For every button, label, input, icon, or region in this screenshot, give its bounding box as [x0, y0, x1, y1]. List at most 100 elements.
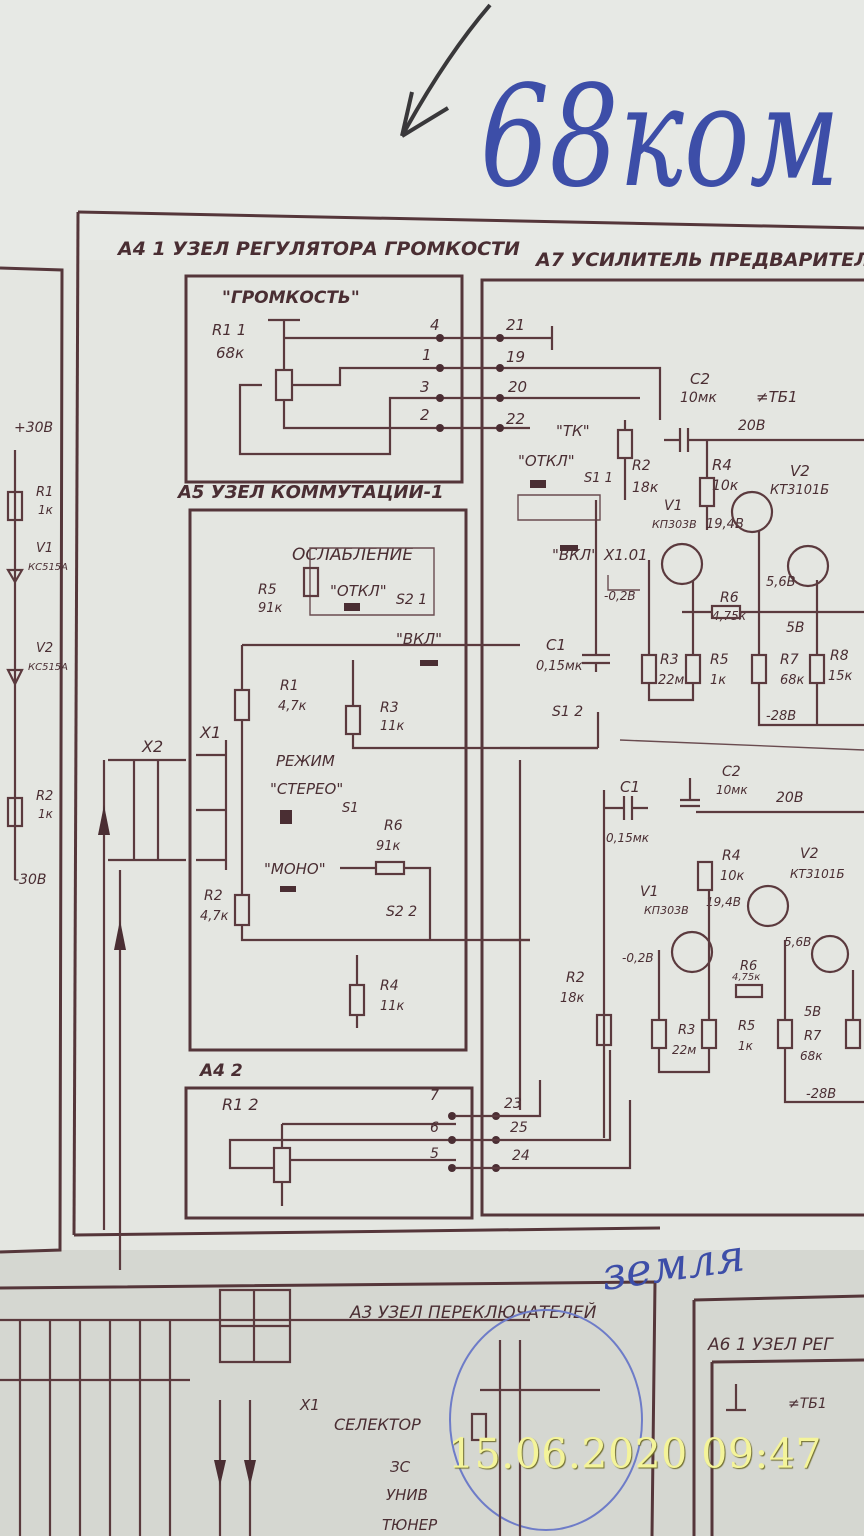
svg-text:С1: С1	[620, 778, 640, 796]
svg-text:19,4В: 19,4В	[706, 517, 744, 532]
handwritten-68kom: 68ком	[480, 56, 840, 219]
svg-text:5: 5	[430, 1146, 439, 1162]
svg-text:УНИВ: УНИВ	[386, 1486, 428, 1504]
stage2-components: С1 0,15мк С2 10мк 20В R4 10к 19,4В V2 КТ…	[604, 764, 864, 1104]
svg-text:91к: 91к	[258, 601, 283, 616]
svg-text:С2: С2	[722, 764, 741, 780]
svg-text:R1 2: R1 2	[222, 1095, 259, 1114]
svg-text:"ТК": "ТК"	[556, 422, 590, 440]
svg-text:22м: 22м	[658, 673, 685, 688]
svg-text:КП303В: КП303В	[644, 904, 689, 917]
pin-22: 22	[506, 410, 525, 428]
pin-2: 2	[420, 406, 430, 424]
pin-19: 19	[506, 348, 525, 366]
svg-text:68к: 68к	[780, 673, 805, 688]
svg-text:R6: R6	[720, 590, 739, 606]
svg-text:22м: 22м	[672, 1043, 696, 1057]
pin-4: 4	[430, 316, 440, 334]
svg-text:-0,2В: -0,2В	[622, 951, 654, 965]
r2-resistor: R2 18к	[616, 420, 659, 500]
svg-text:Х2: Х2	[141, 737, 163, 756]
svg-text:7: 7	[430, 1088, 439, 1104]
svg-text:S1: S1	[342, 801, 359, 816]
svg-text:23: 23	[504, 1096, 522, 1112]
svg-text:4,75к: 4,75к	[732, 972, 760, 983]
handwritten-arrow	[400, 3, 492, 138]
stage1-components: R4 10к 19,4В V2 КТ3101Б 5,6В V1 КП303В -…	[604, 440, 864, 751]
svg-text:+30В: +30В	[14, 420, 53, 436]
svg-text:S2 2: S2 2	[386, 904, 417, 920]
svg-text:4,7к: 4,7к	[200, 909, 229, 924]
svg-text:10мк: 10мк	[680, 390, 717, 406]
svg-text:ОСЛАБЛЕНИЕ: ОСЛАБЛЕНИЕ	[292, 545, 413, 565]
pin-3: 3	[420, 378, 430, 396]
svg-text:0,15мк: 0,15мк	[606, 831, 650, 845]
svg-text:24: 24	[512, 1148, 530, 1164]
svg-text:КТ3101Б: КТ3101Б	[770, 483, 829, 498]
svg-text:4,75к: 4,75к	[712, 609, 747, 623]
svg-text:S2 1: S2 1	[396, 592, 427, 608]
svg-text:Х1.01: Х1.01	[603, 546, 648, 564]
svg-text:С2: С2	[690, 370, 710, 388]
title-a7: А7 УСИЛИТЕЛЬ ПРЕДВАРИТЕЛЬ	[534, 249, 864, 271]
svg-text:≠ТБ1: ≠ТБ1	[756, 388, 798, 406]
svg-text:5,6В: 5,6В	[766, 575, 796, 590]
svg-text:V1: V1	[36, 541, 53, 556]
svg-text:V2: V2	[790, 462, 810, 480]
svg-text:Х1: Х1	[199, 723, 221, 742]
svg-text:R2: R2	[204, 888, 223, 904]
svg-text:R4: R4	[380, 978, 399, 994]
svg-text:R7: R7	[780, 652, 799, 668]
pin-21: 21	[506, 316, 525, 334]
svg-text:КС515А: КС515А	[28, 662, 68, 673]
svg-text:18к: 18к	[632, 480, 659, 496]
svg-text:ТЮНЕР: ТЮНЕР	[382, 1516, 438, 1534]
svg-text:20В: 20В	[776, 790, 803, 806]
svg-text:-0,2В: -0,2В	[604, 589, 636, 603]
svg-text:R5: R5	[738, 1019, 755, 1034]
gromkost-label: "ГРОМКОСТЬ"	[222, 288, 360, 308]
svg-text:R5: R5	[258, 582, 277, 598]
svg-text:1к: 1к	[738, 1039, 754, 1053]
r11-value: 68к	[216, 344, 244, 362]
svg-text:≠ТБ1: ≠ТБ1	[788, 1396, 827, 1412]
title-a42: А4 2	[198, 1061, 243, 1081]
svg-text:1к: 1к	[38, 503, 54, 517]
svg-text:10к: 10к	[712, 478, 739, 494]
svg-text:5В: 5В	[804, 1005, 821, 1020]
right-block-a61: А6 1 УЗЕЛ РЕГ ≠ТБ1	[692, 1294, 864, 1536]
svg-text:91к: 91к	[376, 839, 401, 854]
svg-text:S1 1: S1 1	[584, 471, 613, 486]
svg-text:0,15мк: 0,15мк	[536, 659, 583, 674]
svg-text:С1: С1	[546, 636, 566, 654]
svg-text:"СТЕРЕО": "СТЕРЕО"	[270, 780, 343, 798]
svg-text:R4: R4	[722, 848, 741, 864]
svg-text:6: 6	[430, 1120, 439, 1136]
svg-text:"ВКЛ": "ВКЛ"	[396, 630, 442, 648]
svg-text:"ОТКЛ": "ОТКЛ"	[518, 452, 575, 470]
svg-text:КС515А: КС515А	[28, 562, 68, 573]
svg-text:25: 25	[510, 1120, 528, 1136]
svg-text:4,7к: 4,7к	[278, 699, 307, 714]
svg-text:V2: V2	[800, 846, 819, 862]
svg-text:R5: R5	[710, 652, 729, 668]
svg-text:R3: R3	[678, 1023, 695, 1038]
photo-timestamp: 15.06.2020 09:47	[448, 1430, 822, 1478]
svg-text:S1 2: S1 2	[552, 704, 583, 720]
svg-text:-28В: -28В	[806, 1087, 836, 1102]
svg-text:R8: R8	[830, 648, 849, 664]
svg-text:19,4В: 19,4В	[706, 895, 741, 909]
svg-text:"ОТКЛ": "ОТКЛ"	[330, 582, 387, 600]
svg-text:КТ3101Б: КТ3101Б	[790, 867, 845, 881]
r11-label: R1 1	[212, 321, 246, 339]
svg-text:20В: 20В	[738, 418, 765, 434]
volume-block-2-box: R1 2 7 6 5 23 25 24	[184, 1050, 632, 1220]
svg-text:11к: 11к	[380, 719, 405, 734]
left-power-block: +30В R1 1к V1 КС515А V2 КС515А R2 1к -30…	[6, 420, 68, 888]
svg-text:R7: R7	[804, 1029, 822, 1044]
bottom-switch-block: А3 УЗЕЛ ПЕРЕКЛЮЧАТЕЛЕЙ СЕЛЕКТОР Х1 ЗС УН…	[0, 1288, 643, 1536]
pin-20: 20	[508, 378, 527, 396]
svg-text:15к: 15к	[828, 669, 853, 684]
title-a5: А5 УЗЕЛ КОММУТАЦИИ-1	[176, 482, 444, 503]
